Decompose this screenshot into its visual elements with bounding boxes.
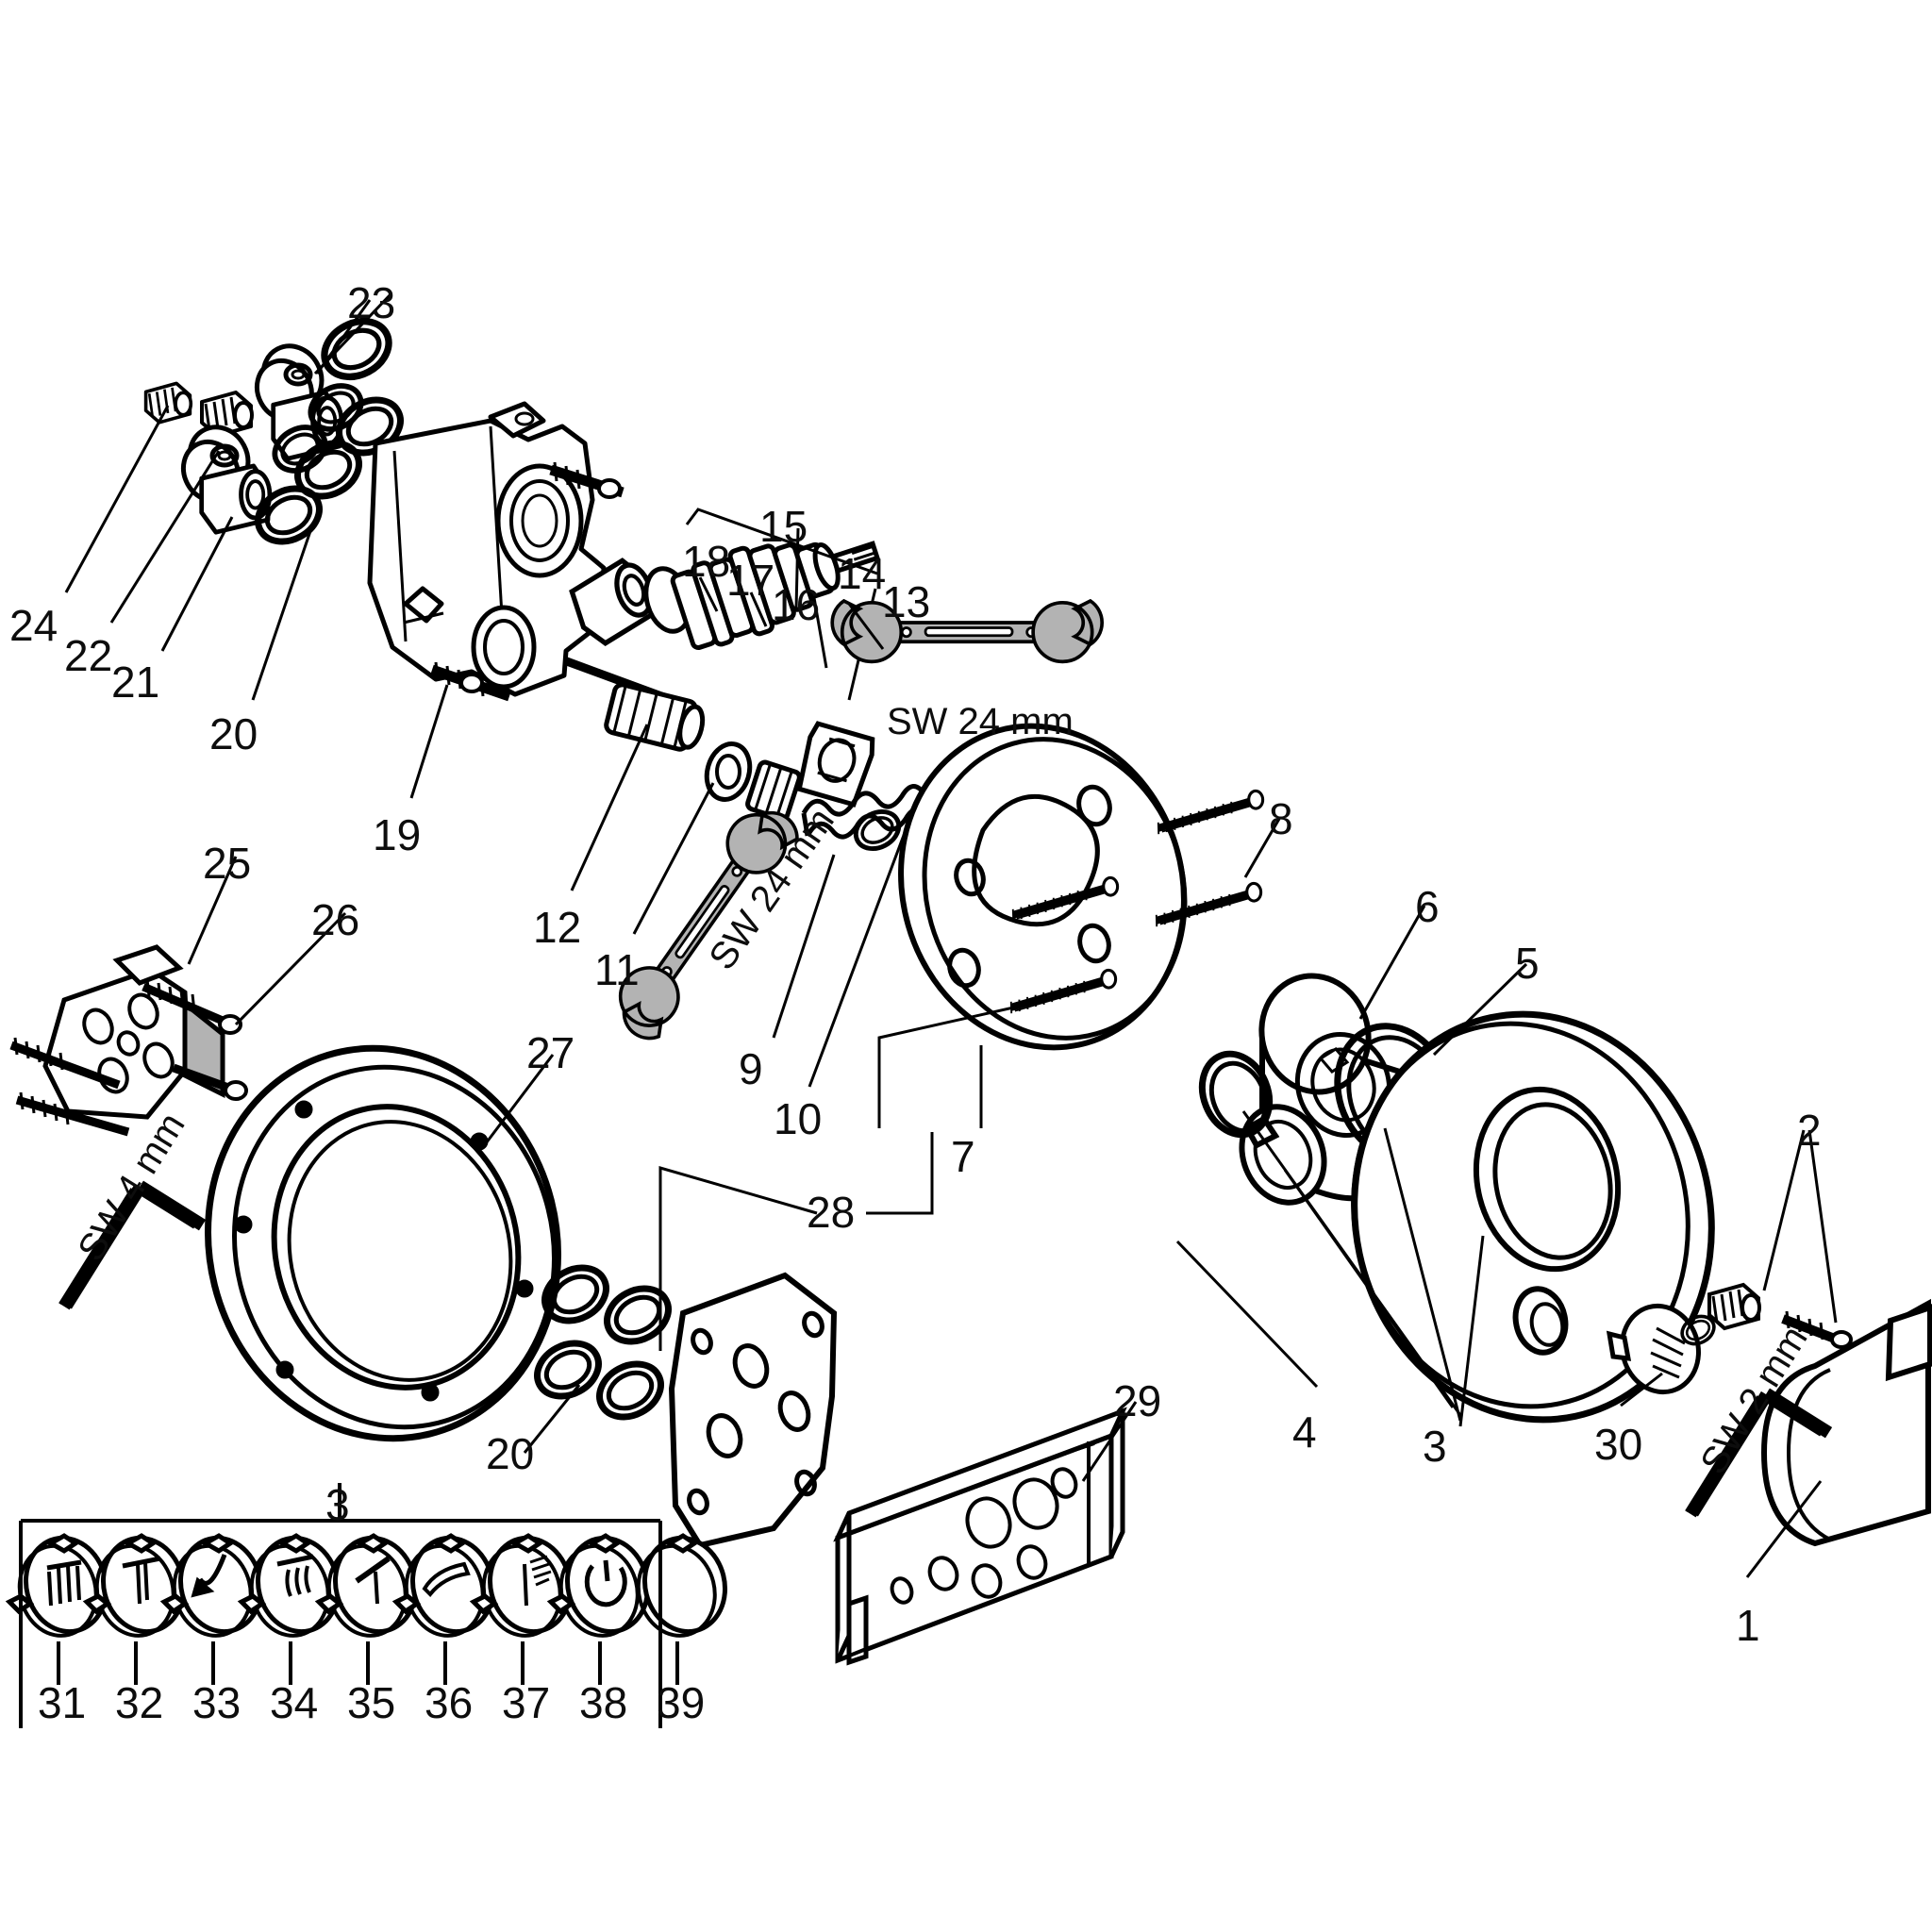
callout-4: 4 [1292, 1407, 1317, 1457]
callout-29: 29 [1113, 1376, 1162, 1425]
callout-12: 12 [533, 903, 582, 952]
part-20-orings-bottom [528, 1257, 677, 1427]
callout-13: 13 [882, 577, 931, 626]
callout-9: 9 [739, 1044, 763, 1093]
callout-2: 2 [1797, 1106, 1822, 1155]
callout-30: 30 [1594, 1420, 1643, 1469]
part-group-cartridge [562, 541, 931, 856]
leader-lines [187, 299, 1838, 1578]
callout-37: 37 [502, 1678, 551, 1727]
callout-3-group: 3 [325, 1480, 350, 1529]
tool-wrench-top [830, 599, 1105, 664]
callout-1: 1 [1736, 1601, 1760, 1650]
part-30-knob [1606, 1303, 1701, 1395]
callout-33: 33 [192, 1678, 242, 1727]
part-2-grubscrews [1675, 1283, 1853, 1352]
callout-28: 28 [807, 1188, 856, 1237]
callout-17: 17 [726, 556, 775, 605]
callout-3: 3 [1423, 1422, 1447, 1471]
part-group-button-caps [5, 1533, 728, 1638]
part-3-retainer [1239, 1104, 1327, 1206]
part-28-template [668, 1272, 838, 1549]
part-3-oring-small [1198, 1050, 1274, 1139]
part-27-trim-ring [205, 1044, 561, 1442]
callout-32: 32 [115, 1678, 164, 1727]
callout-6: 6 [1415, 882, 1440, 931]
callout-34: 34 [270, 1678, 319, 1727]
part-valve-body [367, 401, 607, 697]
part-29-rail [833, 1407, 1127, 1666]
callout-18: 18 [682, 537, 731, 586]
callout-19: 19 [373, 810, 422, 859]
callout-24: 24 [9, 601, 58, 650]
callout-7: 7 [951, 1132, 975, 1181]
callout-38: 38 [579, 1678, 628, 1727]
callout-27: 27 [526, 1028, 575, 1077]
part-7-flange [898, 723, 1188, 1051]
bracket-group-3 [19, 1483, 662, 1728]
callout-5: 5 [1515, 939, 1540, 988]
callout-15: 15 [759, 502, 808, 551]
callout-8: 8 [1269, 794, 1293, 843]
part-25-bracket [42, 944, 225, 1120]
callout-21: 21 [111, 658, 160, 707]
callout-14: 14 [838, 549, 887, 598]
callout-20: 20 [209, 709, 258, 758]
callout-26: 26 [311, 895, 360, 944]
callout-39: 39 [657, 1678, 706, 1727]
callout-10: 10 [774, 1094, 823, 1143]
callout-23: 23 [347, 278, 396, 327]
callout-20-bottom: 20 [486, 1429, 535, 1478]
part-13-screw [549, 461, 625, 499]
callout-11: 11 [594, 945, 640, 994]
callout-22: 22 [64, 631, 113, 680]
callout-36: 36 [425, 1678, 474, 1727]
leader-lines-20-24 [64, 292, 392, 701]
tick-lines-31-39 [57, 1641, 679, 1685]
part-26-screws [9, 978, 248, 1137]
part-1-cover-cap [1760, 1298, 1932, 1547]
callout-35: 35 [347, 1678, 396, 1727]
part-group-checkvalves [143, 310, 410, 552]
callout-16: 16 [772, 580, 821, 629]
part-19-screw [430, 661, 511, 702]
callout-25: 25 [203, 839, 252, 888]
tool-label-wrench-top: SW 24 mm [887, 701, 1074, 742]
callout-31: 31 [38, 1678, 87, 1727]
part-4-escutcheon [1351, 1010, 1715, 1424]
